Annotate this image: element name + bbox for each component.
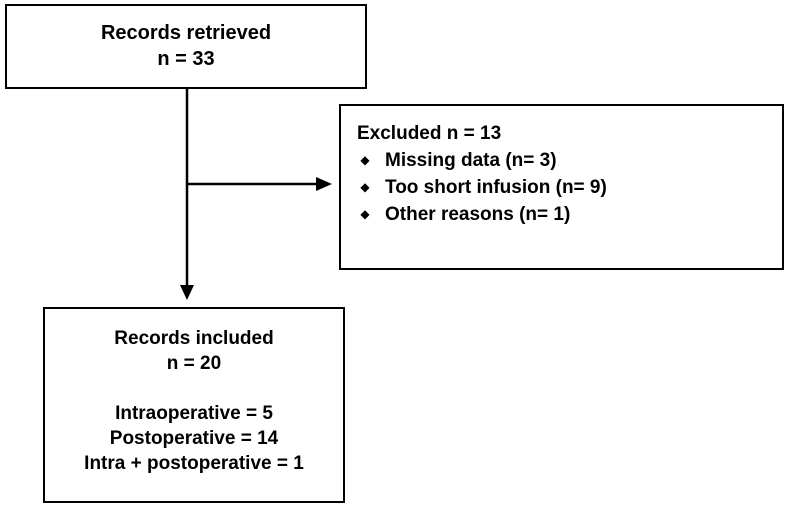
diamond-bullet-icon: ◆ (360, 180, 370, 194)
excluded-item-label: Missing data (n= 3) (385, 150, 557, 171)
breakdown-postoperative: Postoperative = 14 (109, 428, 279, 449)
records-included-box: Records included n = 20 Intraoperative =… (43, 307, 345, 503)
records-retrieved-count: n = 33 (157, 48, 215, 70)
records-included-count: n = 20 (166, 353, 222, 374)
diamond-bullet-icon: ◆ (360, 153, 370, 167)
excluded-item: ◆ Missing data (n= 3) (357, 147, 782, 174)
records-retrieved-box: Records retrieved n = 33 (5, 4, 367, 89)
excluded-header: Excluded n = 13 (357, 123, 502, 144)
diamond-bullet-icon: ◆ (360, 207, 370, 221)
records-included-label: Records included (114, 328, 274, 349)
records-retrieved-label: Records retrieved (100, 22, 272, 44)
excluded-item-label: Too short infusion (n= 9) (385, 177, 607, 198)
right-arrow-head (316, 177, 332, 191)
excluded-box: Excluded n = 13 ◆ Missing data (n= 3) ◆ … (339, 104, 784, 270)
breakdown-intraoperative: Intraoperative = 5 (115, 403, 273, 424)
excluded-item: ◆ Too short infusion (n= 9) (357, 174, 782, 201)
breakdown-intra-postoperative: Intra + postoperative = 1 (84, 453, 304, 474)
down-arrow-head (180, 285, 194, 300)
excluded-item: ◆ Other reasons (n= 1) (357, 201, 782, 228)
excluded-item-label: Other reasons (n= 1) (385, 204, 571, 225)
